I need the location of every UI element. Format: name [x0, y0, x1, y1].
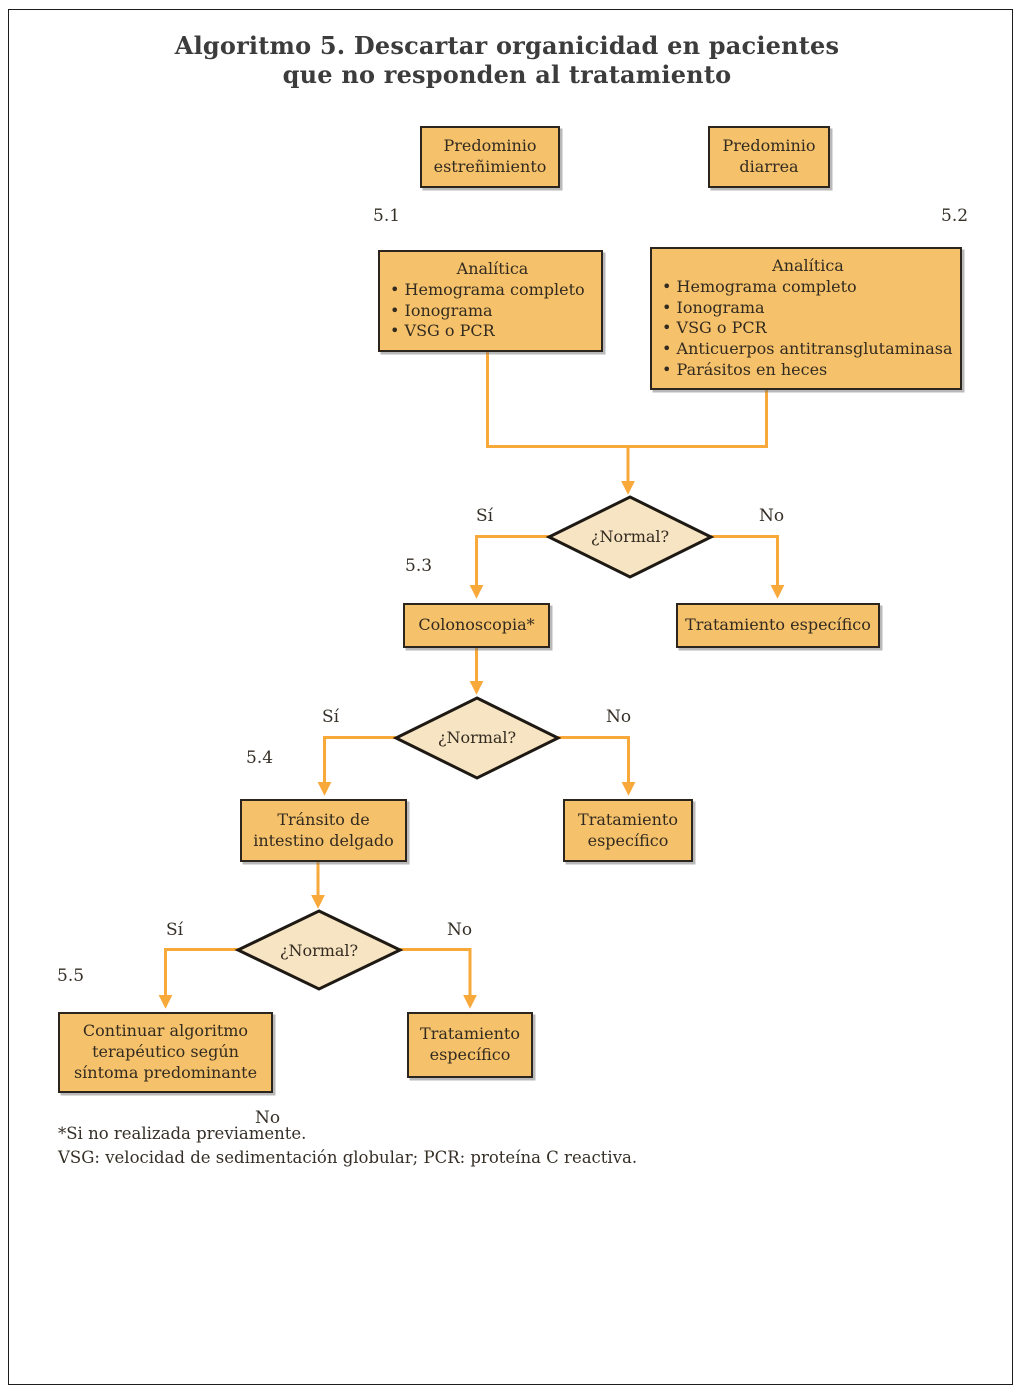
node-tratamiento-especifico-1: Tratamiento específico — [676, 603, 880, 648]
list-item: Hemograma completo — [390, 280, 595, 301]
node-continuar-algoritmo: Continuar algoritmo terapéutico según sí… — [58, 1012, 273, 1093]
page-title-line1: Algoritmo 5. Descartar organicidad en pa… — [174, 31, 840, 60]
node-label: Tratamiento específico — [685, 615, 871, 635]
decision2-yes-label: Sí — [322, 707, 340, 727]
list-item: Ionograma — [390, 301, 595, 322]
node-colonoscopia: Colonoscopia* — [403, 603, 550, 648]
step-label-5-5: 5.5 — [57, 966, 85, 986]
decision1-question: ¿Normal? — [590, 527, 670, 546]
list-item: VSG o PCR — [662, 318, 954, 339]
node-label: específico — [587, 830, 669, 850]
step-label-5-1: 5.1 — [373, 206, 401, 226]
step-label-5-3: 5.3 — [405, 556, 433, 576]
node-label: Predominio — [722, 136, 816, 156]
node-label: Tratamiento — [420, 1024, 520, 1044]
node-label: diarrea — [739, 157, 799, 176]
footnote-line2: VSG: velocidad de sedimentación globular… — [58, 1148, 638, 1167]
node-title: Analítica — [456, 259, 529, 278]
node-label: Continuar algoritmo — [82, 1021, 249, 1041]
node-label: intestino delgado — [253, 830, 394, 850]
node-label: Predominio — [443, 136, 537, 156]
decision3-no-label: No — [447, 920, 473, 940]
footnote-line1: *Si no realizada previamente. — [58, 1124, 307, 1143]
node-tratamiento-especifico-3: Tratamiento específico — [407, 1012, 533, 1078]
connector-decision2-yes — [317, 736, 396, 796]
node-title: Analítica — [772, 256, 844, 275]
page-title-line2: que no responden al tratamiento — [282, 60, 732, 89]
step-label-5-2: 5.2 — [941, 206, 969, 226]
decision-diamond-2 — [392, 696, 562, 780]
analitica-list: Hemograma completo Ionograma VSG o PCR A… — [662, 277, 954, 381]
list-item: Ionograma — [662, 298, 954, 319]
connector-decision1-no — [711, 535, 785, 599]
node-label: terapéutico según — [92, 1042, 239, 1062]
step-label-5-4: 5.4 — [246, 748, 274, 768]
node-analitica-diarrea: Analítica Hemograma completo Ionograma V… — [650, 247, 962, 390]
node-label: específico — [429, 1045, 511, 1064]
decision-diamond-1 — [545, 495, 715, 579]
analitica-list: Hemograma completo Ionograma VSG o PCR — [390, 280, 595, 342]
node-label: Tratamiento — [578, 809, 678, 829]
list-item: VSG o PCR — [390, 321, 595, 342]
footnotes: *Si no realizada previamente. VSG: veloc… — [58, 1122, 637, 1170]
node-predominio-estrenimiento: Predominio estreñimiento — [420, 126, 560, 188]
decision2-no-label: No — [606, 707, 632, 727]
node-label: Tránsito de — [277, 809, 370, 829]
decision2-question: ¿Normal? — [437, 728, 517, 747]
connector-decision3-no — [400, 948, 477, 1009]
page-title: Algoritmo 5. Descartar organicidad en pa… — [0, 31, 1014, 89]
node-label: Colonoscopia* — [418, 615, 535, 635]
list-item: Parásitos en heces — [662, 360, 954, 381]
decision3-question: ¿Normal? — [279, 941, 359, 960]
list-item: Anticuerpos antitransglutaminasa — [662, 339, 954, 360]
connector-decision2-no — [558, 736, 636, 796]
decision1-no-label: No — [759, 506, 785, 526]
node-label: síntoma predominante — [73, 1062, 258, 1082]
decision-diamond-3 — [234, 909, 404, 991]
node-predominio-diarrea: Predominio diarrea — [708, 126, 830, 188]
node-transito-intestino: Tránsito de intestino delgado — [240, 799, 407, 862]
node-label: estreñimiento — [433, 157, 547, 176]
connector-decision3-yes — [158, 948, 238, 1009]
stray-no-label: No — [255, 1108, 281, 1128]
list-item: Hemograma completo — [662, 277, 954, 298]
decision1-yes-label: Sí — [476, 506, 494, 526]
node-analitica-estrenimiento: Analítica Hemograma completo Ionograma V… — [378, 250, 603, 352]
node-tratamiento-especifico-2: Tratamiento específico — [563, 799, 693, 862]
connector-decision1-yes — [469, 535, 550, 599]
decision3-yes-label: Sí — [166, 920, 184, 940]
